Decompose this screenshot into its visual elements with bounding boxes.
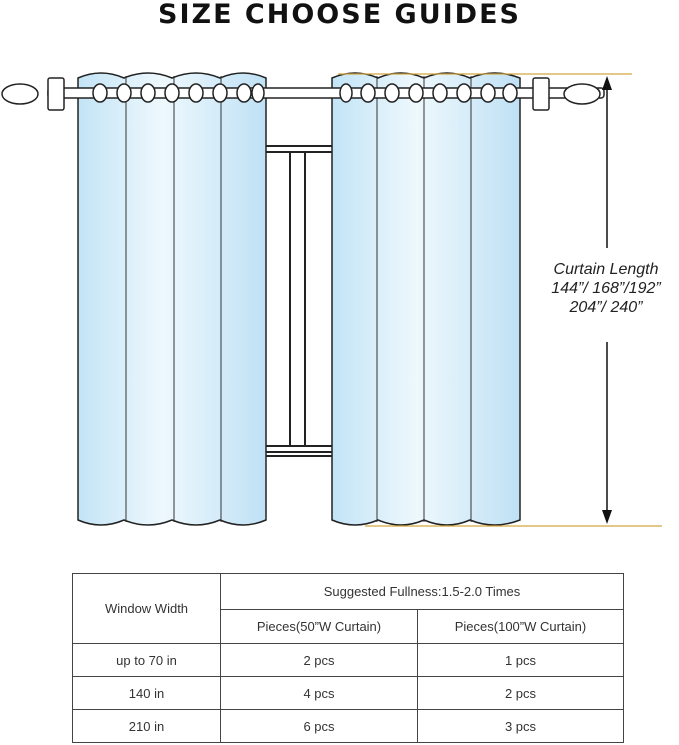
header-window-width: Window Width xyxy=(72,573,221,644)
cell-width: 140 in xyxy=(72,676,221,710)
header-suggested-fullness: Suggested Fullness:1.5-2.0 Times xyxy=(220,573,624,610)
cell-pieces-100: 2 pcs xyxy=(417,676,624,710)
header-pieces-50: Pieces(50”W Curtain) xyxy=(220,609,418,644)
page-title: SIZE CHOOSE GUIDES xyxy=(158,0,521,30)
cell-width: up to 70 in xyxy=(72,643,221,677)
cell-pieces-50: 6 pcs xyxy=(220,709,418,743)
curtain-diagram xyxy=(1,72,662,527)
right-curtain xyxy=(331,72,521,526)
length-measure xyxy=(338,73,662,527)
table-row: up to 70 in 2 pcs 1 pcs xyxy=(72,643,624,677)
table-row: 210 in 6 pcs 3 pcs xyxy=(72,709,624,743)
header-pieces-100: Pieces(100”W Curtain) xyxy=(417,609,624,644)
cell-width: 210 in xyxy=(72,709,221,743)
cell-pieces-50: 4 pcs xyxy=(220,676,418,710)
arrow-down-icon xyxy=(602,510,612,524)
curtain-length-label: Curtain Length 144”/ 168”/192” 204”/ 240… xyxy=(530,260,679,317)
arrow-up-icon xyxy=(602,76,612,90)
cell-pieces-100: 1 pcs xyxy=(417,643,624,677)
length-sizes-2: 204”/ 240” xyxy=(569,299,643,316)
cell-pieces-50: 2 pcs xyxy=(220,643,418,677)
length-sizes-1: 144”/ 168”/192” xyxy=(551,280,661,297)
length-title: Curtain Length xyxy=(553,261,659,278)
cell-pieces-100: 3 pcs xyxy=(417,709,624,743)
left-curtain xyxy=(77,72,267,526)
size-guide-table: Window Width Suggested Fullness:1.5-2.0 … xyxy=(72,573,624,743)
window-frame xyxy=(261,145,335,457)
table-row: 140 in 4 pcs 2 pcs xyxy=(72,676,624,710)
grommet-rings xyxy=(92,83,518,103)
